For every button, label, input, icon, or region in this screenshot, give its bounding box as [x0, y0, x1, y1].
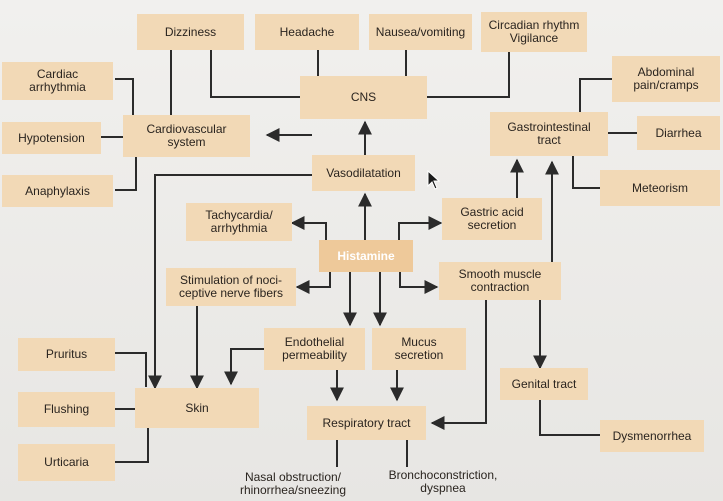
line-meteorism-gi	[572, 156, 600, 189]
node-mucus: Mucus secretion	[372, 328, 466, 370]
node-vasodilatation: Vasodilatation	[312, 155, 415, 191]
node-pruritus: Pruritus	[18, 338, 115, 371]
arrow-hist-tachy	[290, 216, 327, 245]
node-meteorism: Meteorism	[600, 170, 720, 206]
node-nausea: Nausea/vomiting	[369, 14, 472, 50]
arrow-hist-smooth	[399, 270, 439, 294]
node-skin: Skin	[135, 388, 259, 428]
node-nasal: Nasal obstruction/ rhinorrhea/sneezing	[239, 470, 347, 497]
node-genital: Genital tract	[500, 368, 588, 400]
line-dizziness-cns-2	[210, 50, 300, 98]
arrow-hist-nociceptive	[295, 270, 331, 294]
line-anaphylaxis-cardio	[115, 155, 137, 191]
line-genital-dysmenorrhea	[539, 400, 600, 436]
node-abdominal: Abdominal pain/cramps	[612, 56, 720, 102]
line-urticaria-skin	[115, 428, 149, 463]
node-dysmenorrhea: Dysmenorrhea	[600, 420, 704, 452]
node-gastric-acid: Gastric acid secretion	[442, 198, 542, 240]
node-hypotension: Hypotension	[2, 122, 101, 154]
node-diarrhea: Diarrhea	[637, 116, 720, 150]
node-gi-tract: Gastrointestinal tract	[490, 112, 608, 156]
node-histamine: Histamine	[319, 240, 413, 272]
node-dizziness: Dizziness	[137, 14, 244, 50]
node-smooth-muscle: Smooth muscle contraction	[439, 262, 561, 300]
node-endothelial: Endothelial permeability	[264, 328, 365, 370]
node-cardiac-arrhythmia: Cardiac arrhythmia	[2, 62, 113, 100]
arrow-vaso-skin	[148, 174, 312, 390]
line-cardiac-cardio	[115, 78, 134, 121]
node-nociceptive: Stimulation of noci- ceptive nerve fiber…	[166, 268, 296, 306]
node-flushing: Flushing	[18, 392, 115, 427]
node-anaphylaxis: Anaphylaxis	[2, 175, 113, 207]
node-cardiovascular: Cardiovascular system	[123, 115, 250, 157]
node-tachycardia: Tachycardia/ arrhythmia	[186, 203, 292, 241]
arrow-smooth-resp	[430, 300, 487, 430]
arrow-endothelial-skin	[224, 348, 264, 386]
node-circadian: Circadian rhythm Vigilance	[481, 12, 587, 52]
node-urticaria: Urticaria	[18, 444, 115, 481]
node-broncho: Bronchoconstriction, dyspnea	[388, 468, 498, 495]
line-pruritus-skin	[115, 352, 147, 387]
node-cns: CNS	[300, 76, 427, 119]
node-headache: Headache	[255, 14, 359, 50]
mouse-pointer-icon	[427, 170, 441, 190]
node-respiratory: Respiratory tract	[307, 406, 426, 440]
line-circadian-cns	[427, 50, 510, 98]
line-abdominal-gi	[579, 78, 612, 112]
arrow-hist-gastric	[398, 216, 443, 245]
